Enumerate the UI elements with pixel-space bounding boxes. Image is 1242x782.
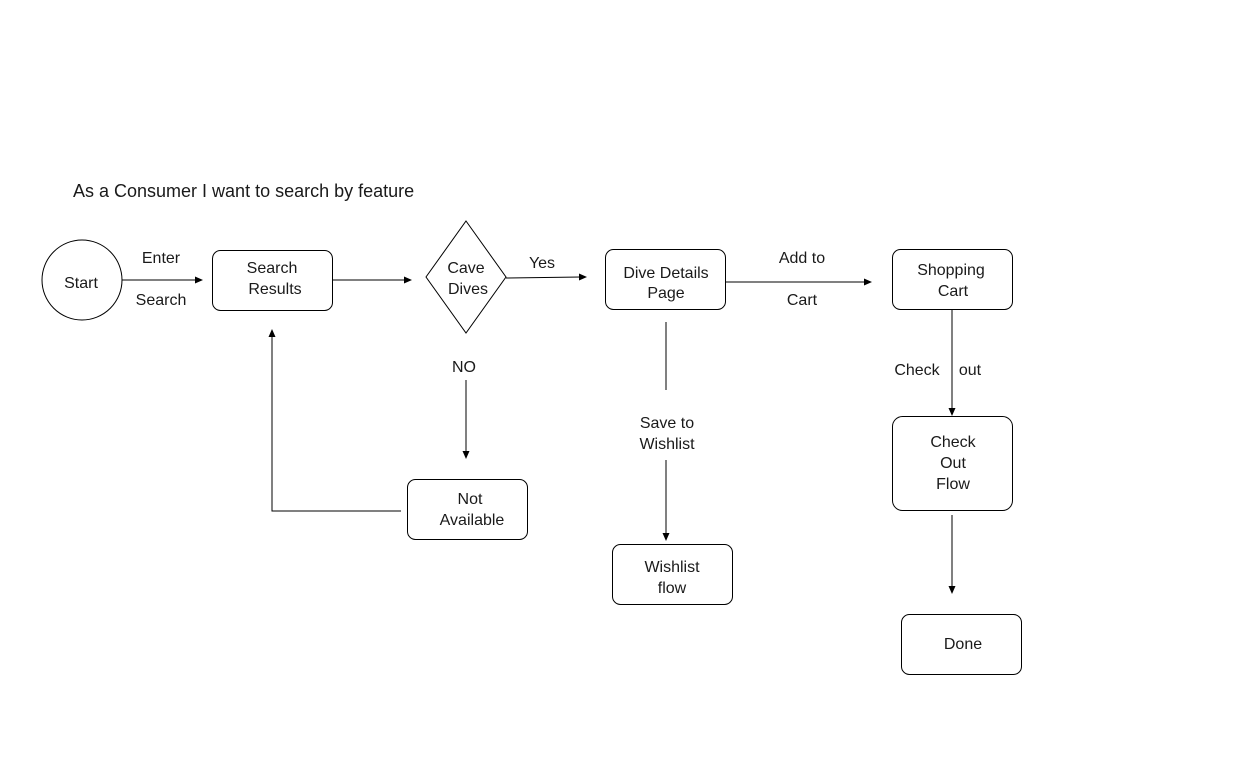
node-not-available-line-2: Available (440, 512, 505, 529)
node-dive-details-line-2: Page (647, 285, 684, 302)
node-check-out-flow-line-3: Flow (936, 476, 970, 493)
edge-label-wishlist: Wishlist (639, 436, 695, 453)
edge-dive-details-to-shopping-cart (726, 278, 872, 286)
node-search-results-line-2: Results (248, 281, 301, 298)
edge-label-save-to: Save to (640, 415, 694, 432)
node-wishlist-flow-line-1: Wishlist (644, 559, 700, 576)
node-start-label: Start (64, 275, 98, 292)
node-check-out-flow-line-1: Check (930, 434, 976, 451)
node-done-label: Done (944, 636, 982, 653)
edge-label-no: NO (452, 359, 476, 376)
diagram-title: As a Consumer I want to search by featur… (73, 181, 414, 201)
node-cave-dives-line-2: Dives (448, 281, 488, 298)
edge-label-check: Check (894, 362, 940, 379)
node-wishlist-flow-line-2: flow (658, 580, 687, 597)
node-cave-dives-line-1: Cave (447, 260, 484, 277)
node-dive-details-line-1: Dive Details (623, 265, 708, 282)
node-done: Done (901, 614, 1022, 675)
edge-label-out: out (959, 362, 982, 379)
node-dive-details-page: Dive Details Page (605, 249, 726, 310)
node-start: Start (41, 239, 123, 321)
node-shopping-cart: Shopping Cart (892, 249, 1013, 310)
edge-cave-dives-to-not-available (462, 380, 470, 459)
node-not-available-line-1: Not (458, 491, 483, 508)
edge-label-cart: Cart (787, 292, 818, 309)
edge-shopping-cart-to-check-out-flow (948, 310, 956, 416)
edge-start-to-search-results (122, 276, 203, 284)
node-search-results-line-1: Search (247, 260, 298, 277)
node-check-out-flow: Check Out Flow (892, 416, 1013, 511)
node-not-available: Not Available (407, 479, 528, 540)
edge-search-results-to-cave-dives (333, 276, 412, 284)
node-check-out-flow-line-2: Out (940, 455, 966, 472)
edge-check-out-flow-to-done (948, 515, 956, 594)
node-cave-dives: Cave Dives (425, 220, 507, 334)
edge-not-available-to-search-results (268, 329, 401, 512)
edge-cave-dives-to-dive-details (505, 273, 587, 281)
node-search-results: Search Results (212, 250, 333, 311)
edge-label-search: Search (136, 292, 187, 309)
node-shopping-cart-line-2: Cart (938, 283, 969, 300)
node-wishlist-flow: Wishlist flow (612, 544, 733, 605)
edge-label-enter: Enter (142, 250, 181, 267)
node-shopping-cart-line-1: Shopping (917, 262, 985, 279)
edge-label-yes: Yes (529, 255, 555, 272)
edge-label-add-to: Add to (779, 250, 825, 267)
edge-dive-details-to-wishlist-flow (662, 322, 670, 541)
